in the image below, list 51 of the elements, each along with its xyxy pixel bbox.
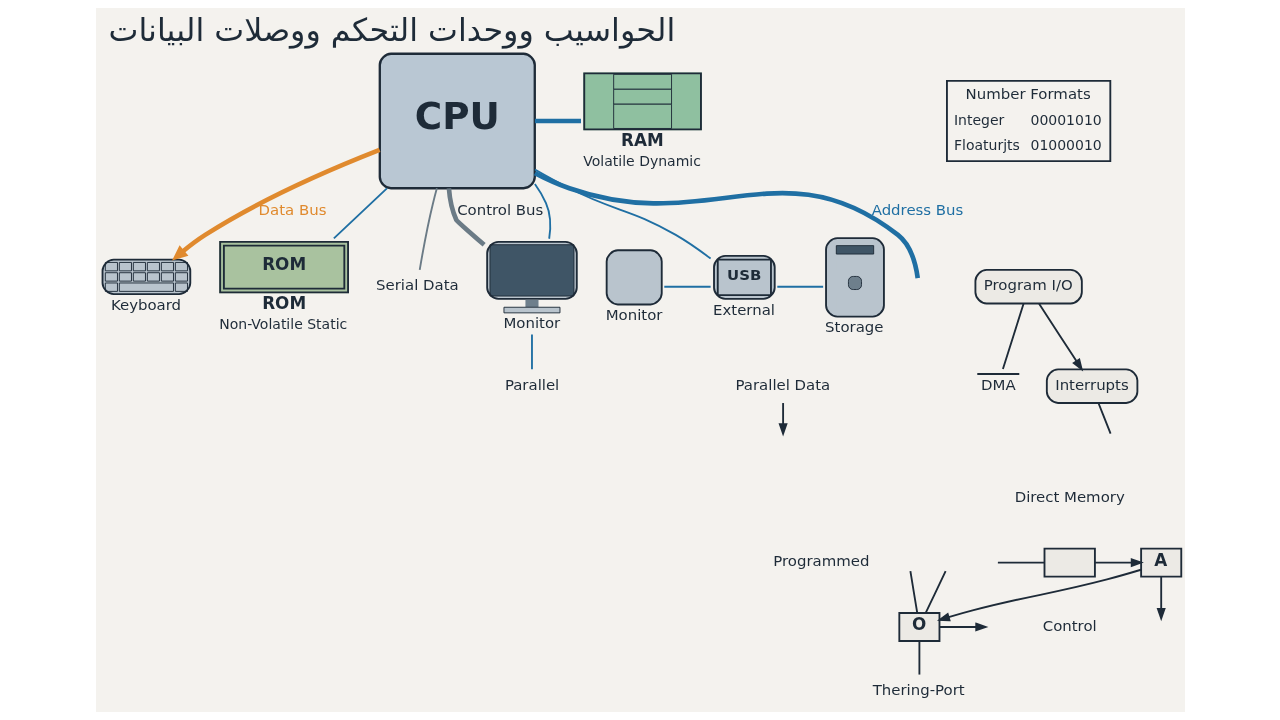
arrow (1037, 302, 1083, 372)
edge-label: Data Bus (258, 201, 326, 220)
node-label: ROM (261, 292, 306, 313)
node-box: Interrupts (1045, 368, 1138, 404)
node-text: Thering-Port (872, 680, 965, 699)
node-label: Monitor (503, 313, 560, 332)
arrow (936, 568, 1142, 622)
connector (924, 570, 947, 614)
node-label: Keyboard (110, 295, 181, 314)
node-label: Monitor (605, 306, 662, 325)
arrow (171, 147, 380, 261)
connector (534, 118, 581, 124)
node-label: RAM (620, 129, 664, 150)
connector (332, 187, 388, 240)
connector (533, 183, 551, 240)
node-text: Parallel Data (734, 375, 830, 394)
arrow (778, 402, 788, 437)
connector (996, 561, 1045, 564)
connector (908, 570, 918, 614)
diagram-title: الحواسيب ووحدات التحكم ووصلات البيانات (108, 11, 675, 48)
connector (446, 188, 486, 247)
edge-label: Address Bus (871, 201, 963, 220)
node-text: Parallel (504, 375, 559, 394)
node-box: Number Formats Integer 00001010 Floaturjts 01000010 (945, 79, 1111, 163)
connector (530, 333, 533, 371)
label: Direct Memory (1014, 487, 1125, 506)
node-box: CPU (378, 52, 536, 190)
arrow (1093, 558, 1144, 568)
connector (1001, 302, 1024, 370)
node-label: External (712, 300, 775, 319)
node-text: DMA (980, 375, 1016, 394)
node-label: Non-Volatile Static (218, 315, 347, 332)
node-box: A (1139, 547, 1182, 578)
label: Control (1042, 616, 1097, 635)
edge-label: Control Bus (456, 201, 543, 220)
node-box: Program I/O (974, 268, 1083, 305)
node-box (1043, 547, 1096, 578)
connector (662, 285, 712, 288)
connector (533, 168, 712, 260)
node-text: Serial Data (375, 276, 459, 295)
connector (533, 171, 920, 279)
connector (418, 187, 438, 271)
label: Programmed (772, 552, 869, 571)
connector (917, 640, 920, 676)
arrow (938, 622, 988, 632)
node-box: O (897, 612, 940, 642)
connector (1097, 402, 1111, 435)
arrow (1156, 575, 1166, 622)
node-label: Volatile Dynamic (582, 152, 701, 169)
connector (775, 285, 824, 288)
node-label: Storage (824, 318, 883, 337)
